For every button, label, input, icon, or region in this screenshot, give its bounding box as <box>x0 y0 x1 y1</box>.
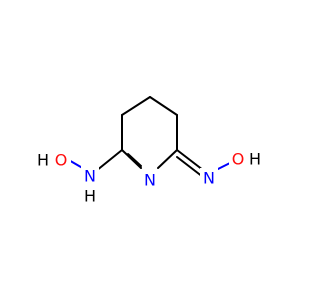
structure-canvas: H O N H N N O H <box>36 96 263 206</box>
o-right-label-bg <box>229 149 247 169</box>
atom-o-left: O <box>55 151 68 170</box>
atom-n-amine: N <box>84 167 96 186</box>
atom-h-right: H <box>249 150 261 169</box>
h-right-label-bg <box>248 149 263 169</box>
atom-n-ring: N <box>144 171 156 190</box>
atom-label-layer: H O N H N N O H <box>36 149 263 206</box>
atom-o-right: O <box>232 150 245 169</box>
bond-c6-n-ring-double-inner <box>127 153 142 167</box>
o-left-label-bg <box>53 150 71 170</box>
n-oxime-label-bg <box>200 168 218 188</box>
bond-n-oxime-o-right <box>215 162 231 171</box>
h-left-label-bg <box>36 150 51 170</box>
n-amine-label-bg <box>81 165 99 185</box>
atom-h-amine: H <box>84 187 96 206</box>
bond-ring-upper-left <box>121 96 151 116</box>
bond-ring-top <box>149 96 178 116</box>
h-amine-label-bg <box>83 185 97 205</box>
atom-n-oxime: N <box>203 169 215 188</box>
bond-c6-n-ring-double-outer <box>121 149 142 169</box>
bond-c2-n-oxime-double-upper <box>176 149 204 171</box>
bond-c2-n-oxime-double-lower <box>176 156 204 178</box>
bond-layer <box>66 96 231 178</box>
n-ring-label-bg <box>141 170 159 190</box>
bond-c6-n-amine <box>95 149 123 172</box>
bond-c2-n-ring <box>157 149 178 169</box>
atom-h-left: H <box>37 151 49 170</box>
